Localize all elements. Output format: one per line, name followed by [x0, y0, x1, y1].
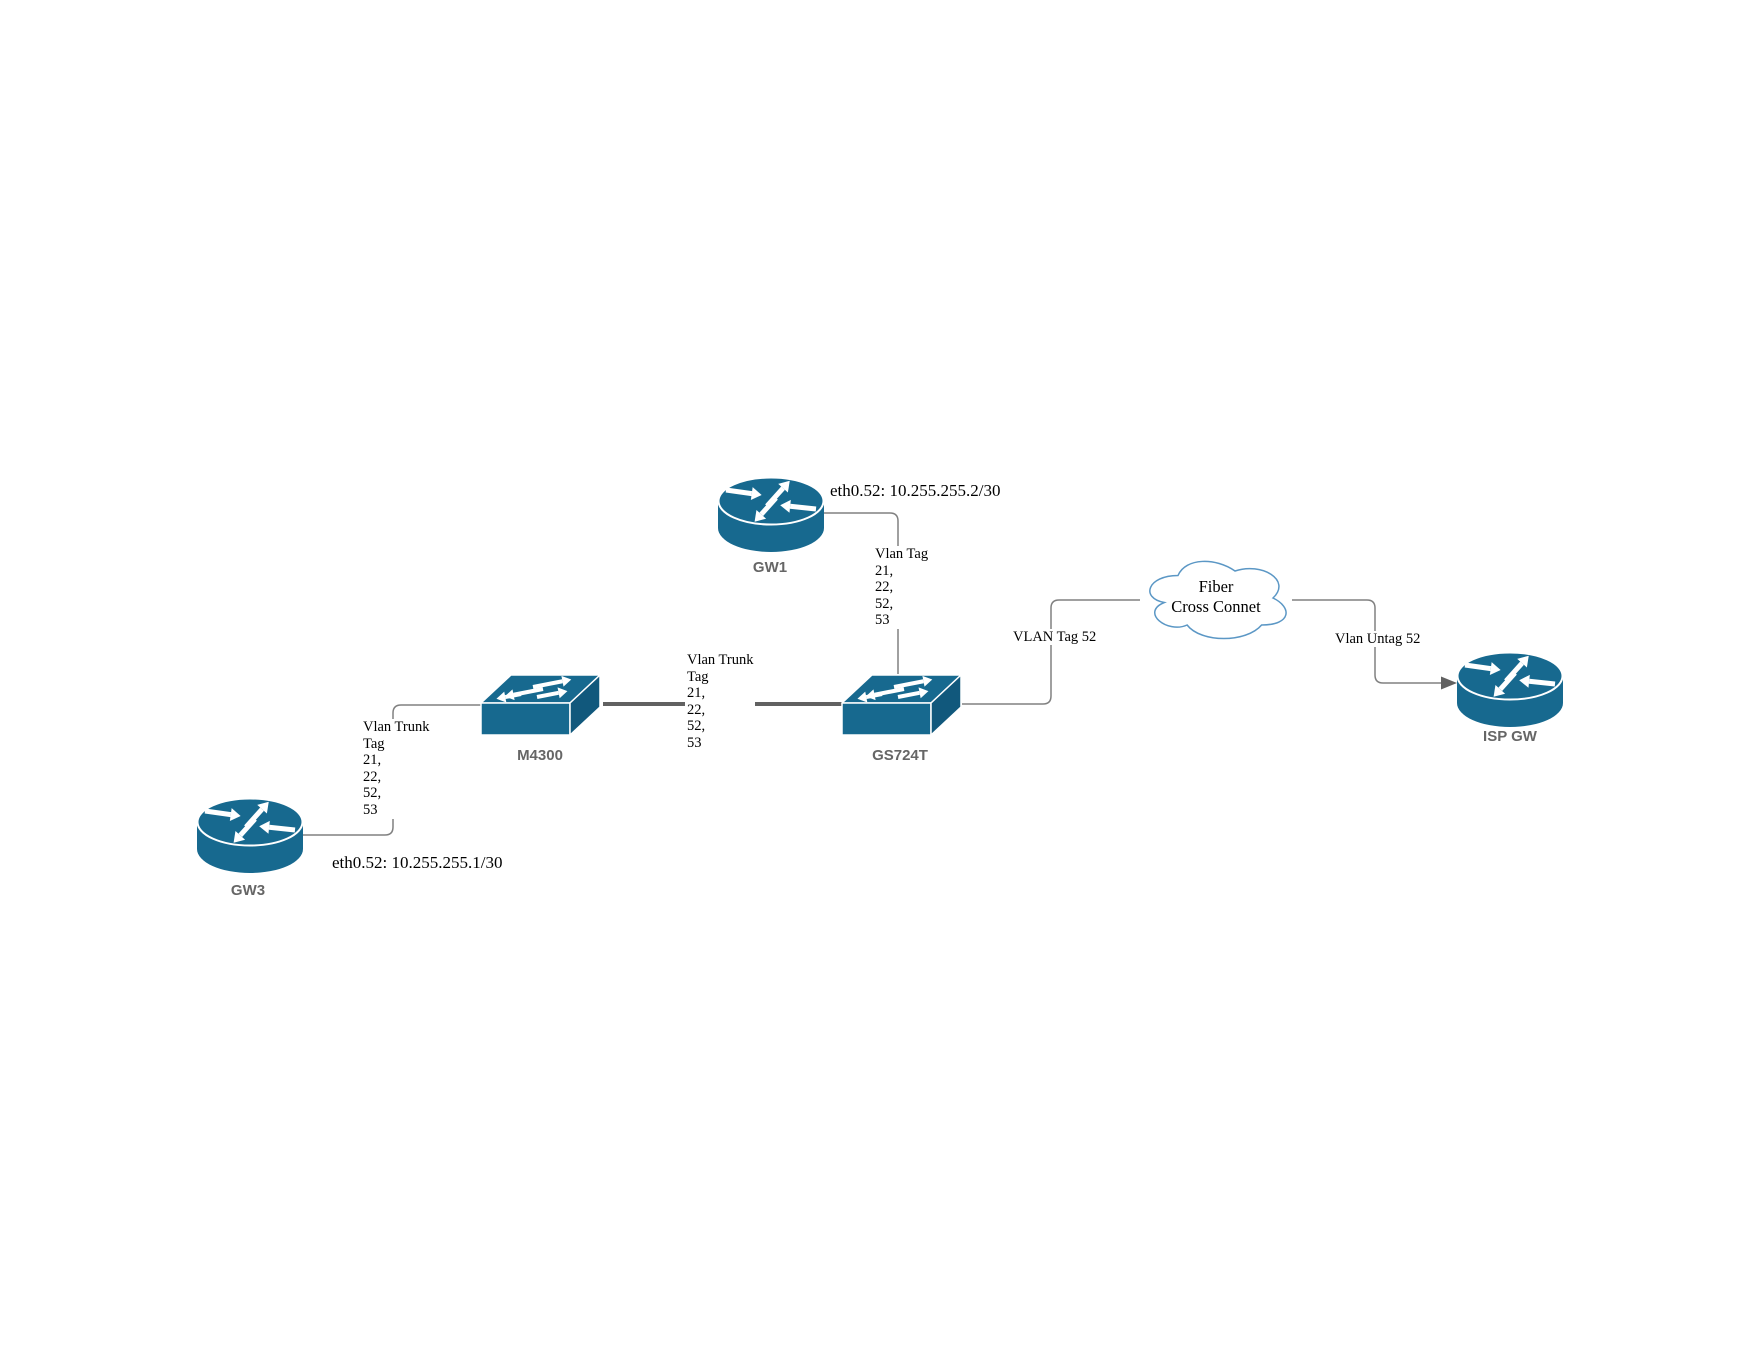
- label-device-gs724t: GS724T: [872, 747, 928, 764]
- router-icon-gw3: [196, 797, 304, 873]
- switch-icon-gs724t: [841, 674, 962, 736]
- label-cloud: Fiber Cross Connet: [1171, 577, 1261, 616]
- router-icon-isp-gw: [1456, 651, 1564, 727]
- label-gw1-interface: eth0.52: 10.255.255.2/30: [830, 481, 1001, 500]
- arrowhead-icon: [1441, 676, 1457, 690]
- label-vlan-tag-52: VLAN Tag 52: [1011, 629, 1099, 645]
- label-device-isp-gw: ISP GW: [1483, 728, 1537, 745]
- label-vlan-untag-52: Vlan Untag 52: [1333, 631, 1423, 647]
- label-gw1-vlan-tags: Vlan Tag 21, 22, 52, 53: [873, 546, 931, 629]
- router-icon-gw1: [717, 476, 825, 552]
- edge-gs724t-cloud: [962, 599, 1140, 705]
- edge-gw1-gs724t: [823, 512, 899, 674]
- cloud-shape: [1149, 560, 1287, 640]
- label-device-gw1: GW1: [752, 559, 788, 576]
- label-trunk-m4300-gs724t: Vlan Trunk Tag 21, 22, 52, 53: [685, 652, 756, 752]
- label-device-m4300: M4300: [517, 747, 563, 764]
- switch-icon-m4300: [480, 674, 601, 736]
- label-gw3-interface: eth0.52: 10.255.255.1/30: [332, 853, 503, 872]
- label-trunk-gw3-m4300: Vlan Trunk Tag 21, 22, 52, 53: [361, 719, 432, 819]
- label-device-gw3: GW3: [230, 882, 266, 899]
